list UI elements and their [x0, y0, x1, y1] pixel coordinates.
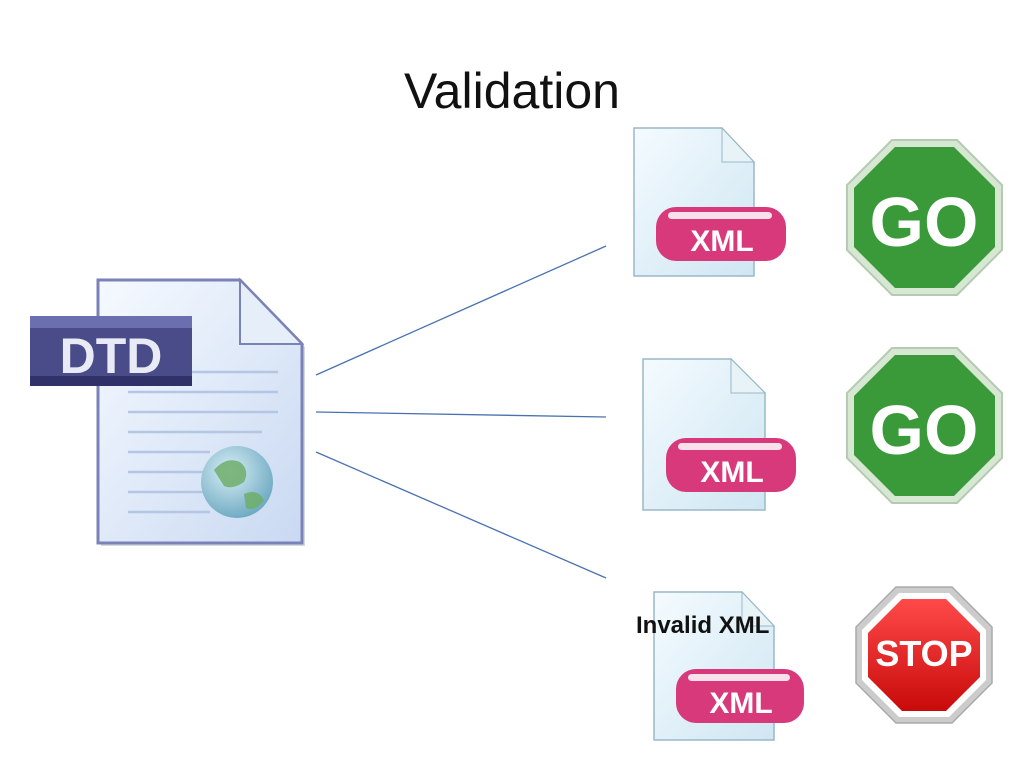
connector-line-3 — [316, 452, 606, 578]
go-sign-icon: GO — [847, 140, 1002, 295]
dtd-document-icon: DTD — [30, 280, 305, 546]
xml-badge-label: XML — [709, 687, 772, 720]
dtd-badge-label: DTD — [60, 328, 163, 384]
go-sign-label: GO — [870, 183, 979, 261]
xml-document-icon: XML — [634, 128, 786, 276]
connectors — [316, 246, 606, 578]
xml-document-icon: XML — [643, 359, 796, 510]
go-sign-label: GO — [870, 391, 979, 469]
xml-badge-label: XML — [690, 225, 753, 258]
xml-badge-label: XML — [700, 456, 763, 489]
connector-line-1 — [316, 246, 606, 375]
go-sign-icon: GO — [847, 348, 1002, 503]
invalid-xml-caption: Invalid XML — [636, 612, 769, 640]
stop-sign-label: STOP — [875, 633, 972, 674]
stop-sign-icon: STOP — [856, 587, 992, 723]
connector-line-2 — [316, 412, 606, 417]
